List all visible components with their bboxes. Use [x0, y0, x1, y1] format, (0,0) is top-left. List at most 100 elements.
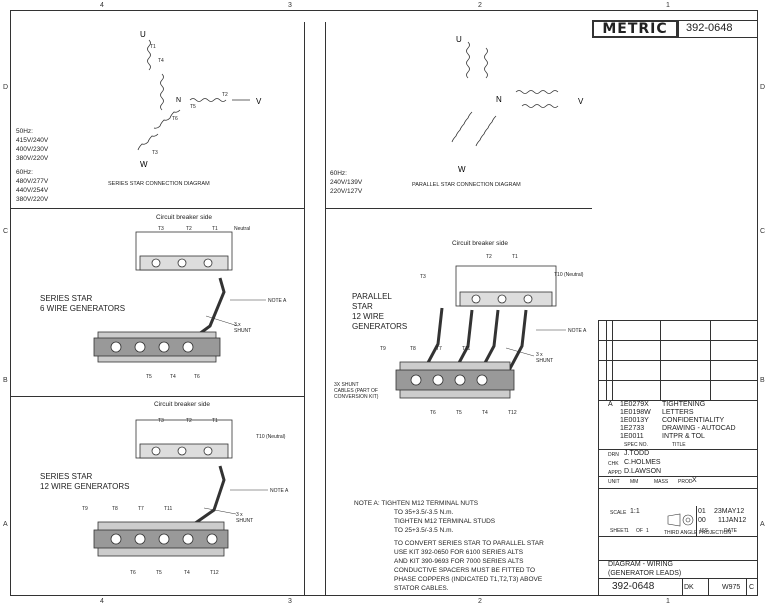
chk-name: C.HOLMES [624, 459, 661, 466]
series12-t8: T8 [112, 506, 118, 512]
series-node-u: U [140, 30, 146, 39]
zone-right-b: B [760, 377, 765, 384]
series-coil-t5: T5 [190, 104, 196, 110]
zone-top-1: 1 [666, 2, 670, 9]
series6-label-2: 6 WIRE GENERATORS [40, 304, 126, 313]
ref-header-spec: SPEC NO. [624, 442, 648, 448]
tb-grid-h2 [598, 360, 758, 361]
series-star-title: SERIES STAR CONNECTION DIAGRAM [108, 181, 210, 187]
series6-shunt-1: 3 x [234, 322, 241, 328]
series6-t4: T4 [170, 374, 176, 380]
parallel12-cables-3: CONVERSION KIT) [334, 394, 379, 400]
note-a-line-3: TIGHTEN M12 TERMINAL STUDS [394, 518, 496, 525]
header-part-box [678, 20, 758, 38]
tb-grid-h1 [598, 340, 758, 341]
series12-t9: T9 [82, 506, 88, 512]
parallel-60hz-v2: 220V/127V [330, 188, 363, 195]
series-coil-t6: T6 [172, 116, 178, 122]
divider-right-top [325, 208, 592, 209]
series-node-w: W [140, 160, 148, 169]
parallel-node-n: N [496, 95, 502, 104]
parallel-node-w: W [458, 165, 466, 174]
ref-desc-2: LETTERS [662, 409, 694, 416]
chk-role: CHK [608, 461, 619, 467]
zone-left-b: B [3, 377, 8, 384]
series12-label-1: SERIES STAR [40, 472, 93, 481]
tb-line-title-top [598, 560, 758, 561]
ref-code-3: 1E0013Y [620, 417, 649, 424]
parallel12-shunt-1: 3 x [536, 352, 543, 358]
prod-label: PROD [678, 479, 693, 485]
conversion-line-2: USE KIT 392-0650 FOR 6100 SERIES ALTS [394, 549, 524, 556]
rev-2-date: 11JAN12 [718, 517, 747, 524]
series-60hz-v3: 380V/220V [16, 196, 49, 203]
series-60hz-v1: 480V/277V [16, 178, 49, 185]
tb-line-people [598, 476, 758, 477]
zone-left-c: C [3, 228, 9, 235]
tb-line-title-bottom [598, 578, 758, 579]
conversion-line-1: TO CONVERT SERIES STAR TO PARALLEL STAR [394, 540, 544, 547]
series-coil-t1: T1 [150, 44, 156, 50]
rev-header-date: DATE [724, 528, 737, 534]
title-line-1: DIAGRAM - WIRING [608, 561, 673, 568]
parallel-star-title: PARALLEL STAR CONNECTION DIAGRAM [412, 182, 521, 188]
appd-name: D.LAWSON [624, 468, 662, 475]
conversion-line-5: PHASE COPPERS (INDICATED T1,T2,T3) ABOVE [394, 576, 543, 583]
parallel12-t6: T6 [430, 410, 436, 416]
sheet-label: SHEET [610, 528, 627, 534]
scale-label: SCALE [610, 510, 627, 516]
zone-top-3: 3 [288, 2, 292, 9]
ref-desc-3: CONFIDENTIALITY [662, 417, 725, 424]
series-50hz-v1: 415V/240V [16, 137, 49, 144]
tb-grid-h3 [598, 380, 758, 381]
series12-t2: T2 [186, 418, 192, 424]
conversion-line-4: CONDUCTIVE SPACERS MUST BE FITTED TO [394, 567, 536, 574]
drn-role: DRN [608, 452, 619, 458]
parallel12-t2: T2 [486, 254, 492, 260]
tb-dn-divider [682, 578, 683, 596]
ref-code-1: 1E0279X [620, 401, 649, 408]
parallel12-t8: T8 [410, 346, 416, 352]
header-part-number: 392-0648 [686, 22, 733, 34]
zone-bottom-4: 4 [100, 598, 104, 605]
series-60hz-heading: 60Hz: [16, 169, 33, 176]
divider-vertical-2 [325, 22, 326, 596]
sheet-value: 1 [626, 528, 629, 534]
projection-label: THIRD ANGLE PROJECTION [664, 530, 731, 536]
series6-t1: T1 [212, 226, 218, 232]
series12-t7: T7 [138, 506, 144, 512]
rev-header-iss: ISS [700, 528, 709, 534]
parallel-60hz-v1: 240V/139V [330, 179, 363, 186]
conversion-line-6: STATOR CABLES. [394, 585, 449, 592]
ref-code-5: 1E0011 [620, 433, 644, 440]
parallel12-label-1: PARALLEL [352, 292, 392, 301]
zone-top-2: 2 [478, 2, 482, 9]
parallel12-label-2: STAR [352, 302, 373, 311]
series-coil-t4: T4 [158, 58, 164, 64]
metric-logo: METRIC [592, 20, 678, 38]
ref-code-2: 1E0198W [620, 409, 651, 416]
series12-neutral: T10 (Neutral) [256, 434, 286, 440]
series6-label-1: SERIES STAR [40, 294, 93, 303]
series12-label-2: 12 WIRE GENERATORS [40, 482, 130, 491]
unit-label: UNIT [608, 479, 620, 485]
ref-desc-1: TIGHTENING [662, 401, 706, 408]
conversion-line-3: AND KIT 390-9693 FOR 7000 SERIES ALTS [394, 558, 524, 565]
parallel-60hz-heading: 60Hz: [330, 170, 347, 177]
series12-t11: T11 [164, 506, 173, 512]
series6-breaker-caption: Circuit breaker side [156, 214, 212, 221]
zone-top-4: 4 [100, 2, 104, 9]
parallel12-t1: T1 [512, 254, 518, 260]
appd-role: APPD [608, 470, 622, 476]
parallel12-label-4: GENERATORS [352, 322, 408, 331]
sheet-size: C [749, 584, 755, 591]
parallel12-t11: T11 [462, 346, 471, 352]
parallel12-t7: T7 [436, 346, 442, 352]
series12-t6: T6 [130, 570, 136, 576]
parallel-node-u: U [456, 35, 462, 44]
note-a-line-4: TO 25+3.5/-3.5 N.m. [394, 527, 454, 534]
parallel12-note-a: NOTE A [568, 328, 587, 334]
ref-header-title: TITLE [672, 442, 686, 448]
series6-t2: T2 [186, 226, 192, 232]
drn-name: J.TODD [624, 450, 650, 457]
